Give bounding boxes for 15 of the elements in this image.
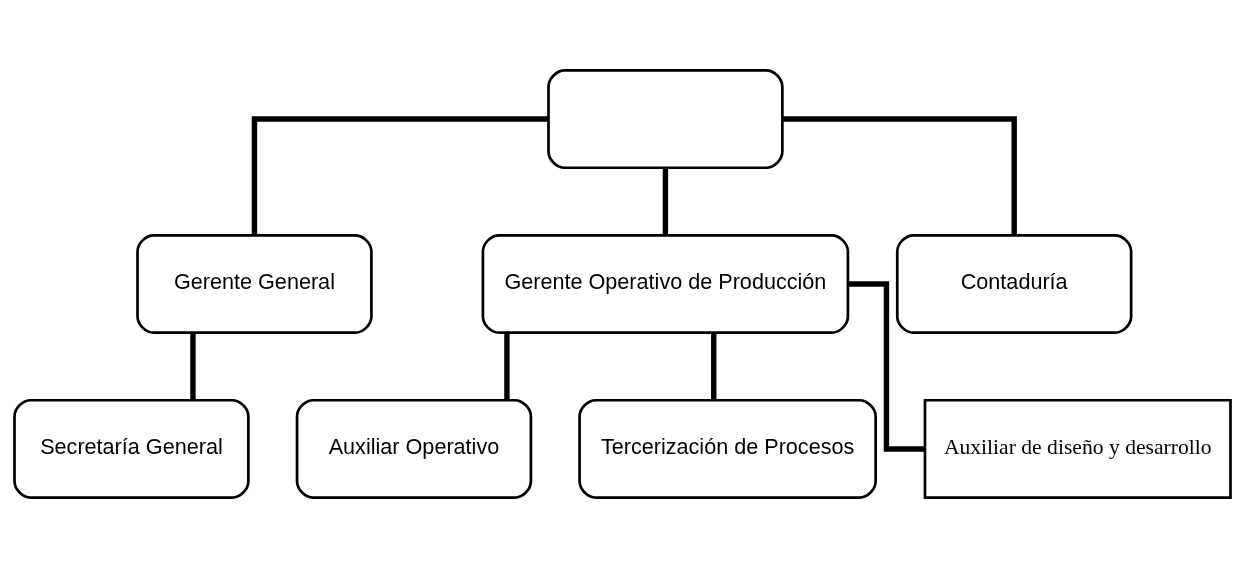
connector bbox=[504, 333, 510, 400]
node-box: Gerente Operativo de Producción bbox=[481, 234, 850, 335]
node-box: Auxiliar Operativo bbox=[295, 398, 533, 499]
connector bbox=[251, 116, 549, 235]
node-box: Auxiliar de diseño y desarrollo bbox=[923, 398, 1232, 499]
connector bbox=[662, 168, 669, 235]
node-box bbox=[547, 69, 784, 170]
connector bbox=[782, 116, 1017, 235]
node-box: Secretaría General bbox=[13, 398, 250, 499]
node-box: Tercerización de Procesos bbox=[578, 398, 877, 499]
connector bbox=[190, 333, 196, 400]
node-box: Gerente General bbox=[136, 234, 373, 335]
node-box: Contaduría bbox=[895, 234, 1133, 335]
connector bbox=[711, 333, 717, 400]
connector bbox=[847, 281, 925, 452]
